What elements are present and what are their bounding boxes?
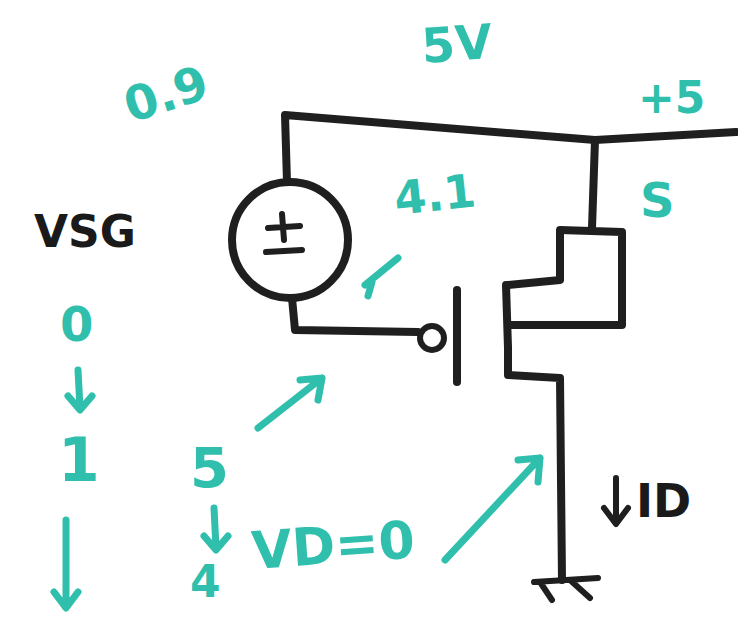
ground-symbol [534,578,598,600]
sweep-arrow [68,370,92,410]
supply-wire [285,115,736,182]
gate-tick [365,258,398,296]
sweep-value: 4 [190,560,221,604]
sweep-value: 1 [58,430,100,490]
supply-label: +5 [638,76,705,120]
gate-plate [453,290,461,382]
voltage-label: 5V [420,17,494,70]
voltage-label: 0.9 [118,58,214,130]
sweep-value: 0 [60,300,93,348]
terminal-name: S [640,176,675,224]
source-polarity-marks [266,214,302,252]
sweep-value: 5 [190,440,229,496]
gate-bubble [420,326,444,350]
leader-arrow [258,378,322,428]
voltage-source-symbol [232,182,348,298]
signal-name: VSG [34,210,136,254]
signal-name: ID [636,478,691,524]
leader-arrow [445,458,540,560]
voltage-label: 4.1 [392,167,478,221]
source-terminal [508,140,622,325]
sweep-arrow [54,520,78,608]
voltage-label: VD=0 [250,514,416,577]
source-lead [508,232,560,285]
channel-line [506,285,508,348]
sweep-arrow [204,508,228,550]
gate-wire [292,298,418,332]
current-arrow [604,478,628,524]
